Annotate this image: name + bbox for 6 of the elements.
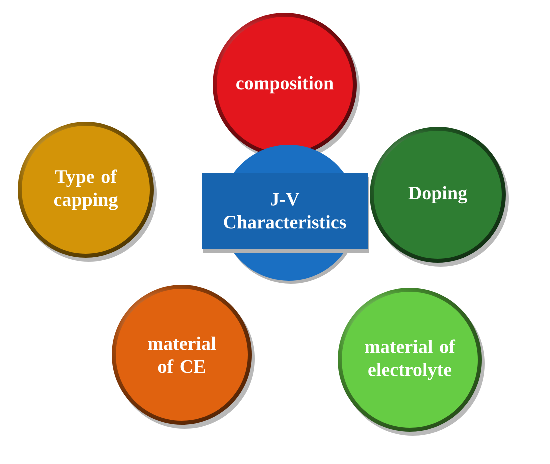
circle-node: composition: [213, 13, 360, 161]
circle-node: Type of capping: [18, 122, 157, 262]
circle-node: material of CE: [112, 285, 255, 429]
banner-box: J-V Characteristics: [202, 145, 369, 284]
circle-node: material of electrolyte: [338, 288, 485, 436]
circle-node: Doping: [370, 127, 509, 267]
